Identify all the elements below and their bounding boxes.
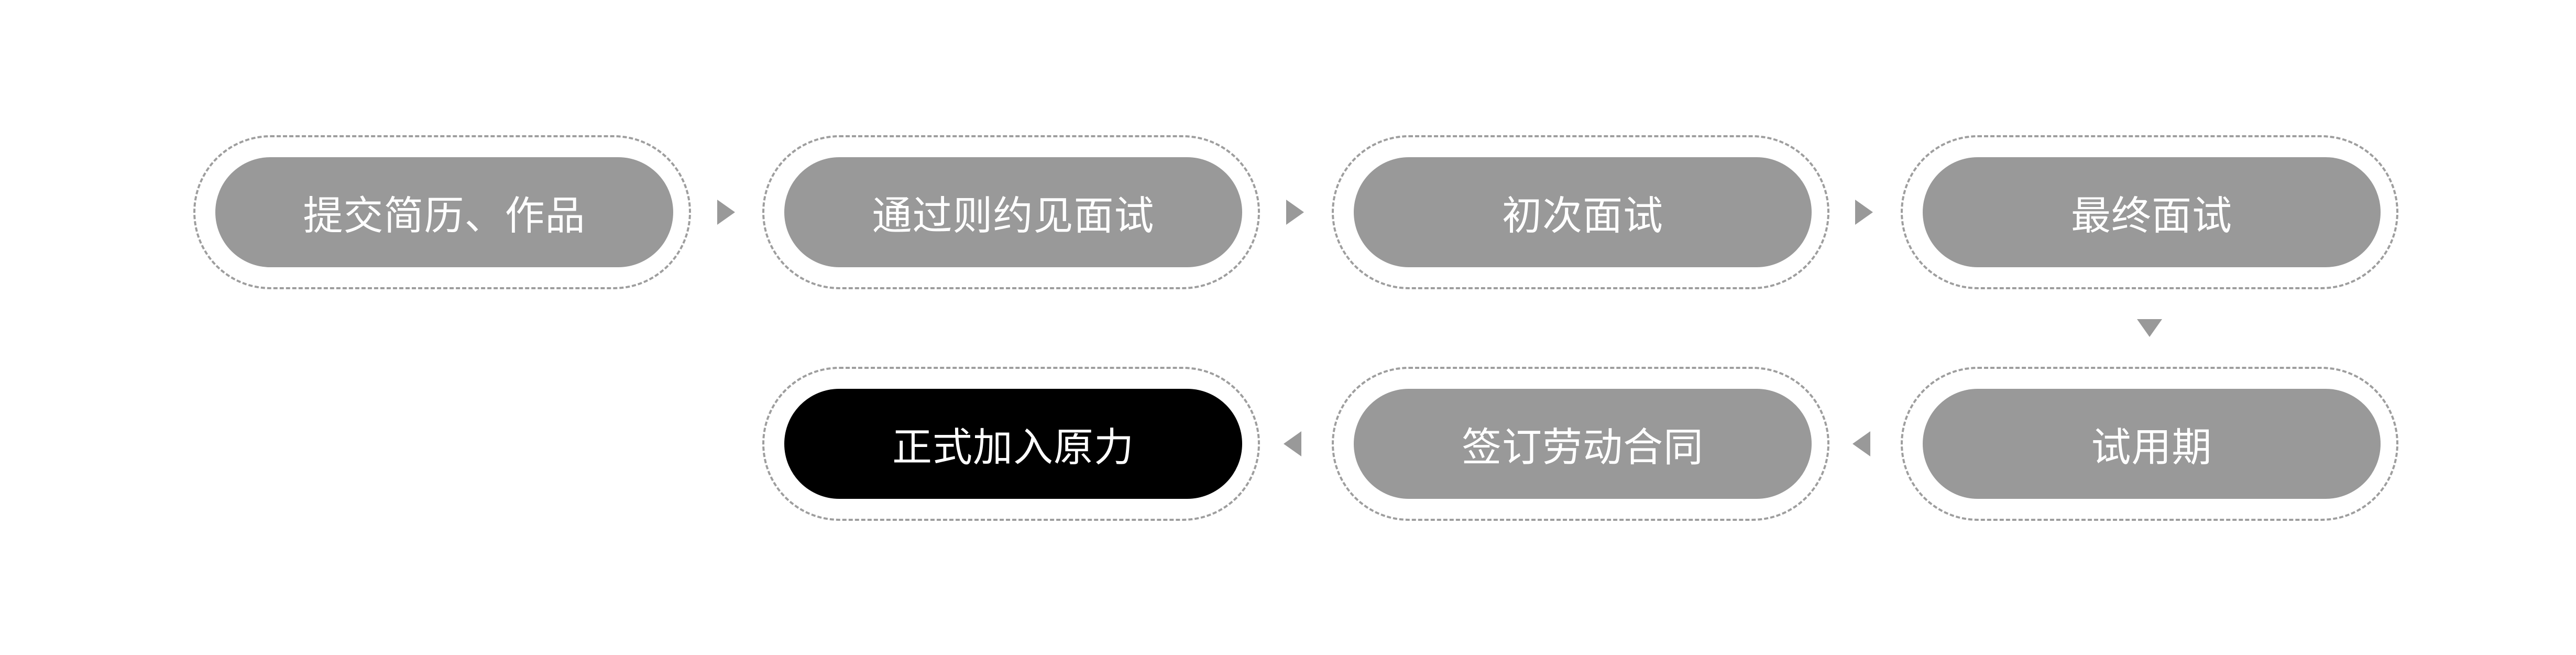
arrow-right-icon <box>717 200 735 225</box>
step-schedule-interview: 通过则约见面试 <box>762 135 1260 289</box>
arrow-down-icon <box>2137 319 2162 337</box>
step-label: 提交简历、作品 <box>215 157 673 267</box>
step-join-officially: 正式加入原力 <box>762 367 1260 521</box>
step-first-interview: 初次面试 <box>1332 135 1829 289</box>
arrow-left-icon <box>1852 431 1870 456</box>
step-submit-resume: 提交简历、作品 <box>193 135 691 289</box>
step-label: 最终面试 <box>1923 157 2381 267</box>
step-probation: 试用期 <box>1901 367 2398 521</box>
step-label: 通过则约见面试 <box>784 157 1242 267</box>
step-sign-contract: 签订劳动合同 <box>1332 367 1829 521</box>
arrow-right-icon <box>1855 200 1873 225</box>
step-label: 试用期 <box>1923 389 2381 499</box>
step-label: 初次面试 <box>1354 157 1812 267</box>
step-label: 签订劳动合同 <box>1354 389 1812 499</box>
step-final-interview: 最终面试 <box>1901 135 2398 289</box>
arrow-right-icon <box>1286 200 1304 225</box>
arrow-left-icon <box>1284 431 1301 456</box>
step-label-final: 正式加入原力 <box>784 389 1242 499</box>
